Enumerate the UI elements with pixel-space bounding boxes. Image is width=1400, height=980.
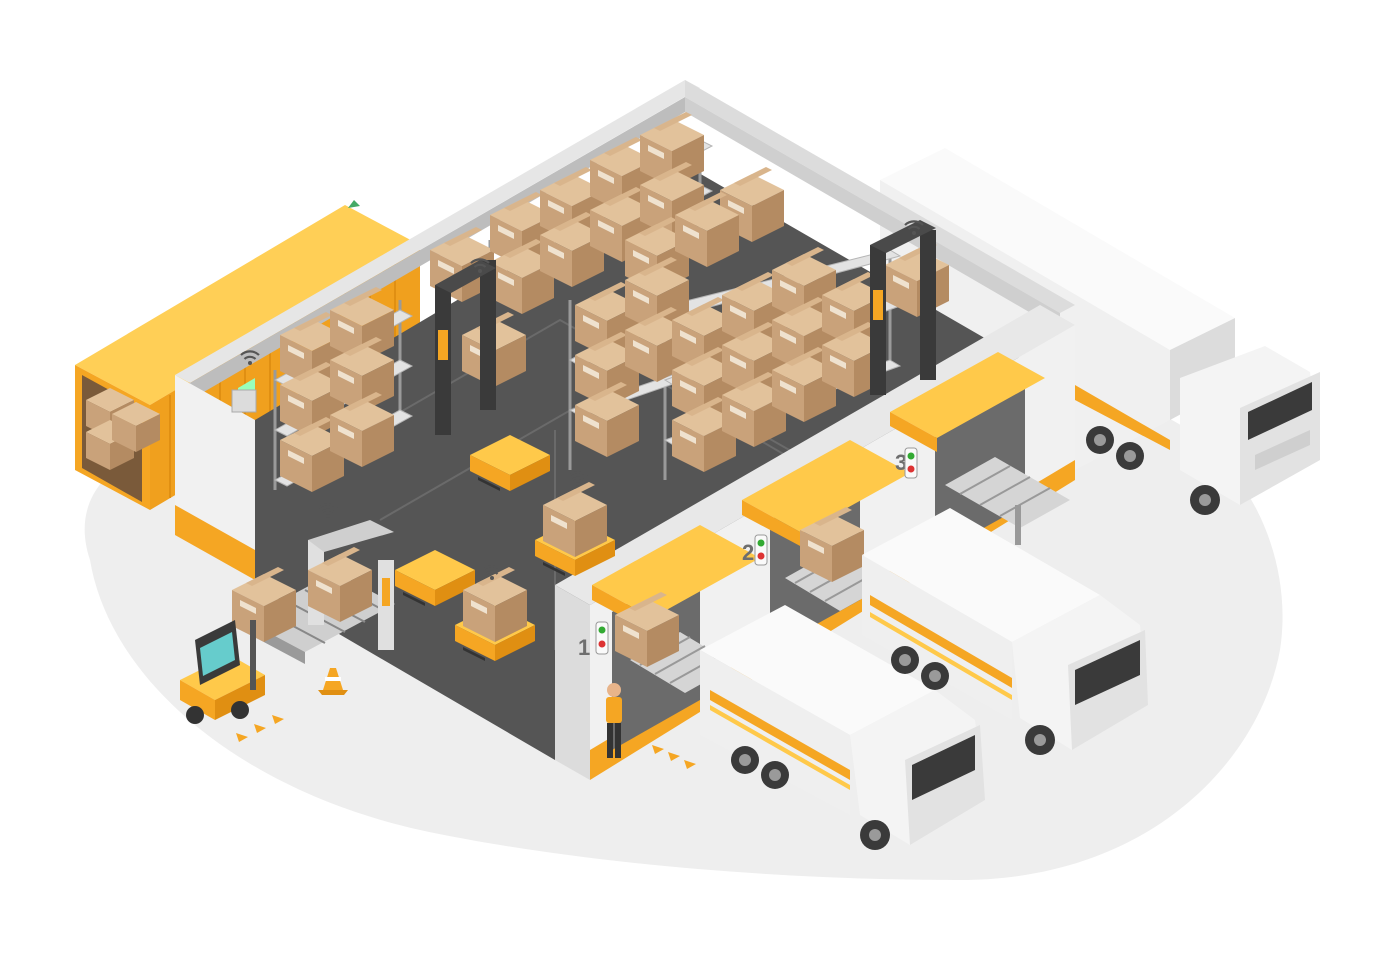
dock-number-3: 3 [895, 450, 907, 475]
entry-conveyor [232, 520, 395, 664]
dock-number-1: 1 [578, 635, 590, 660]
wall-panel [231, 389, 257, 413]
dock-awnings [592, 352, 1045, 632]
box-truck-front [700, 605, 985, 850]
box-truck-middle [862, 508, 1148, 755]
worker-icon [606, 683, 622, 758]
traffic-light-icon [595, 447, 918, 655]
traffic-cone-icon [318, 668, 348, 695]
dock-number-2: 2 [742, 540, 754, 565]
forklift-icon [180, 620, 265, 724]
